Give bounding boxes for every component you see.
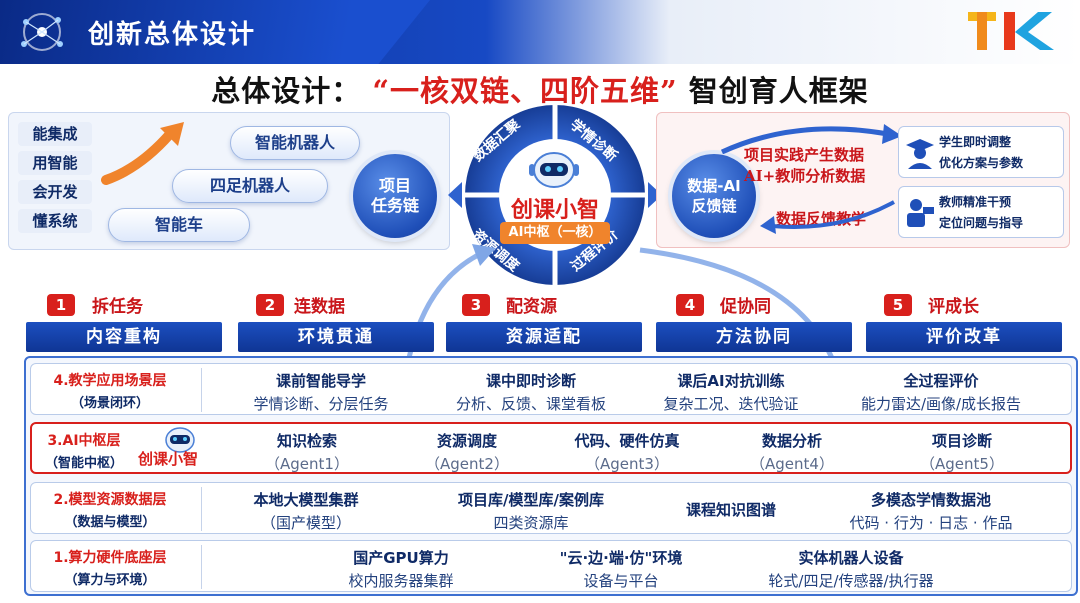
data-ai-feedback-node: 数据-AI 反馈链: [672, 154, 756, 238]
layer-sub: （数据与模型）: [64, 515, 156, 530]
cell-title: 课前智能导学: [275, 372, 366, 390]
feedback-text-2: AI+教师分析数据: [744, 167, 866, 185]
cell-title: 课后AI对抗训练: [677, 372, 785, 390]
cell-title: 资源调度: [436, 432, 497, 450]
teacher-intervene-box: 教师精准干预 定位问题与指导: [898, 186, 1064, 238]
layer-sub: （算力与环境）: [64, 573, 156, 588]
robot-mascot-icon: [529, 152, 579, 188]
network-icon: [21, 13, 63, 51]
growth-arrow-icon: [101, 122, 184, 185]
main-title-highlight: “一核双链、四阶五维”: [372, 74, 678, 108]
cell-detail: 设备与平台: [583, 572, 659, 590]
layer-ai-hub: 3.AI中枢层 （智能中枢） 创课小智 知识检索 （Agent1） 资源调度 （Ag…: [30, 422, 1072, 474]
box-detail: 定位问题与指导: [939, 216, 1024, 230]
cell-detail: 轮式/四足/传感器/执行器: [768, 572, 934, 590]
cell-title: 知识检索: [276, 432, 337, 450]
project-task-chain-node: 项目 任务链: [353, 154, 437, 238]
main-title-suffix: 智创育人框架: [688, 74, 869, 108]
cell-detail: （Agent1）: [265, 455, 349, 473]
cell-title: 国产GPU算力: [353, 549, 449, 567]
cell-title: "云·边·端·仿"环境: [559, 549, 683, 567]
step-label: 配资源: [506, 297, 557, 317]
cell-detail: 代码 · 行为 · 日志 · 作品: [849, 514, 1013, 532]
teacher-icon: [907, 199, 934, 227]
cell-detail: （Agent4）: [750, 455, 834, 473]
robot-mascot-small-icon: [165, 427, 195, 453]
cell-title: 数据分析: [761, 432, 822, 450]
cell-title: 代码、硬件仿真: [574, 432, 680, 450]
core-name: 创课小智: [510, 197, 599, 223]
step-label: 拆任务: [92, 297, 143, 317]
cell-title: 全过程评价: [903, 372, 979, 390]
layer-sub: （智能中枢）: [44, 456, 123, 471]
core-badge: AI中枢（一核）: [500, 222, 610, 244]
layer-name: 3.AI中枢层: [47, 433, 121, 449]
pill-smart-robot: 智能机器人: [230, 126, 360, 160]
layer-model-data: 2.模型资源数据层 （数据与模型） 本地大模型集群 （国产模型） 项目库/模型库/…: [30, 482, 1072, 534]
cell-detail: （Agent3）: [585, 455, 669, 473]
layer-name: 4.教学应用场景层: [53, 373, 167, 389]
main-title: 总体设计： “一核双链、四阶五维” 智创育人框架: [0, 68, 1080, 110]
node-line: 项目: [378, 176, 411, 195]
cell-detail: 校内服务器集群: [348, 572, 454, 590]
step-number: 1: [47, 294, 75, 316]
step-bar-evaluation: 评价改革: [866, 322, 1062, 352]
curve-arrow-icon: [720, 124, 902, 154]
cell-detail: 复杂工况、迭代验证: [663, 395, 799, 413]
student-icon: [906, 139, 934, 169]
box-title: 学生即时调整: [939, 135, 1012, 149]
step-bar-resource: 资源适配: [446, 322, 642, 352]
step-bar-environment: 环境贯通: [238, 322, 434, 352]
step-number: 5: [884, 294, 912, 316]
cell-title: 实体机器人设备: [798, 549, 904, 567]
skill-label: 懂系统: [18, 209, 92, 233]
cell-detail: （Agent5）: [920, 455, 1004, 473]
step-number: 3: [462, 294, 490, 316]
cell-detail: 能力雷达/画像/成长报告: [860, 395, 1022, 413]
cell-title: 项目诊断: [931, 432, 992, 450]
student-adjust-box: 学生即时调整 优化方案与参数: [898, 126, 1064, 178]
pill-quadruped-robot: 四足机器人: [172, 169, 328, 203]
step-number: 4: [676, 294, 704, 316]
cell-title: 多模态学情数据池: [870, 491, 991, 509]
layer-sub: （场景闭环）: [70, 396, 149, 411]
box-title: 教师精准干预: [939, 195, 1012, 209]
step-bar-content: 内容重构: [26, 322, 222, 352]
cell-detail: （Agent2）: [425, 455, 509, 473]
feedback-text-1: 项目实践产生数据: [744, 146, 865, 164]
main-title-prefix: 总体设计：: [211, 74, 362, 108]
step-bar-method: 方法协同: [656, 322, 852, 352]
curve-arrow-back-icon: [760, 200, 895, 234]
step-label: 评成长: [928, 297, 979, 317]
cell-detail: 学情诊断、分层任务: [253, 395, 389, 413]
layer-compute-hardware: 1.算力硬件底座层 （算力与环境） 国产GPU算力校内服务器集群 "云·边·端·…: [30, 540, 1072, 592]
node-line: 反馈链: [691, 197, 737, 215]
cell-detail: 四类资源库: [493, 514, 569, 532]
skill-label: 能集成: [18, 122, 92, 146]
layer-application: 4.教学应用场景层 （场景闭环） 课前智能导学学情诊断、分层任务 课中即时诊断分…: [30, 363, 1072, 415]
step-label: 连数据: [294, 297, 345, 317]
cell-title: 课程知识图谱: [685, 501, 776, 519]
cell-title: 本地大模型集群: [253, 491, 359, 509]
layer-name: 2.模型资源数据层: [53, 492, 167, 508]
skill-label: 会开发: [18, 180, 92, 204]
step-label: 促协同: [720, 297, 771, 317]
cell-title: 项目库/模型库/案例库: [458, 491, 604, 509]
node-line: 任务链: [370, 196, 419, 215]
header-title: 创新总体设计: [88, 20, 257, 50]
step-number: 2: [256, 294, 284, 316]
layer-name: 1.算力硬件底座层: [53, 550, 167, 566]
ai-hub-badge: 创课小智: [138, 450, 199, 468]
pill-smart-car: 智能车: [108, 208, 250, 242]
box-detail: 优化方案与参数: [939, 156, 1024, 170]
cell-detail: （国产模型）: [260, 514, 351, 532]
cell-title: 课中即时诊断: [485, 372, 576, 390]
cell-detail: 分析、反馈、课堂看板: [455, 395, 606, 413]
tk-logo-icon: [968, 12, 1054, 50]
skill-label: 用智能: [18, 151, 92, 175]
node-line: 数据-AI: [687, 177, 741, 195]
header-banner: [0, 0, 1080, 64]
